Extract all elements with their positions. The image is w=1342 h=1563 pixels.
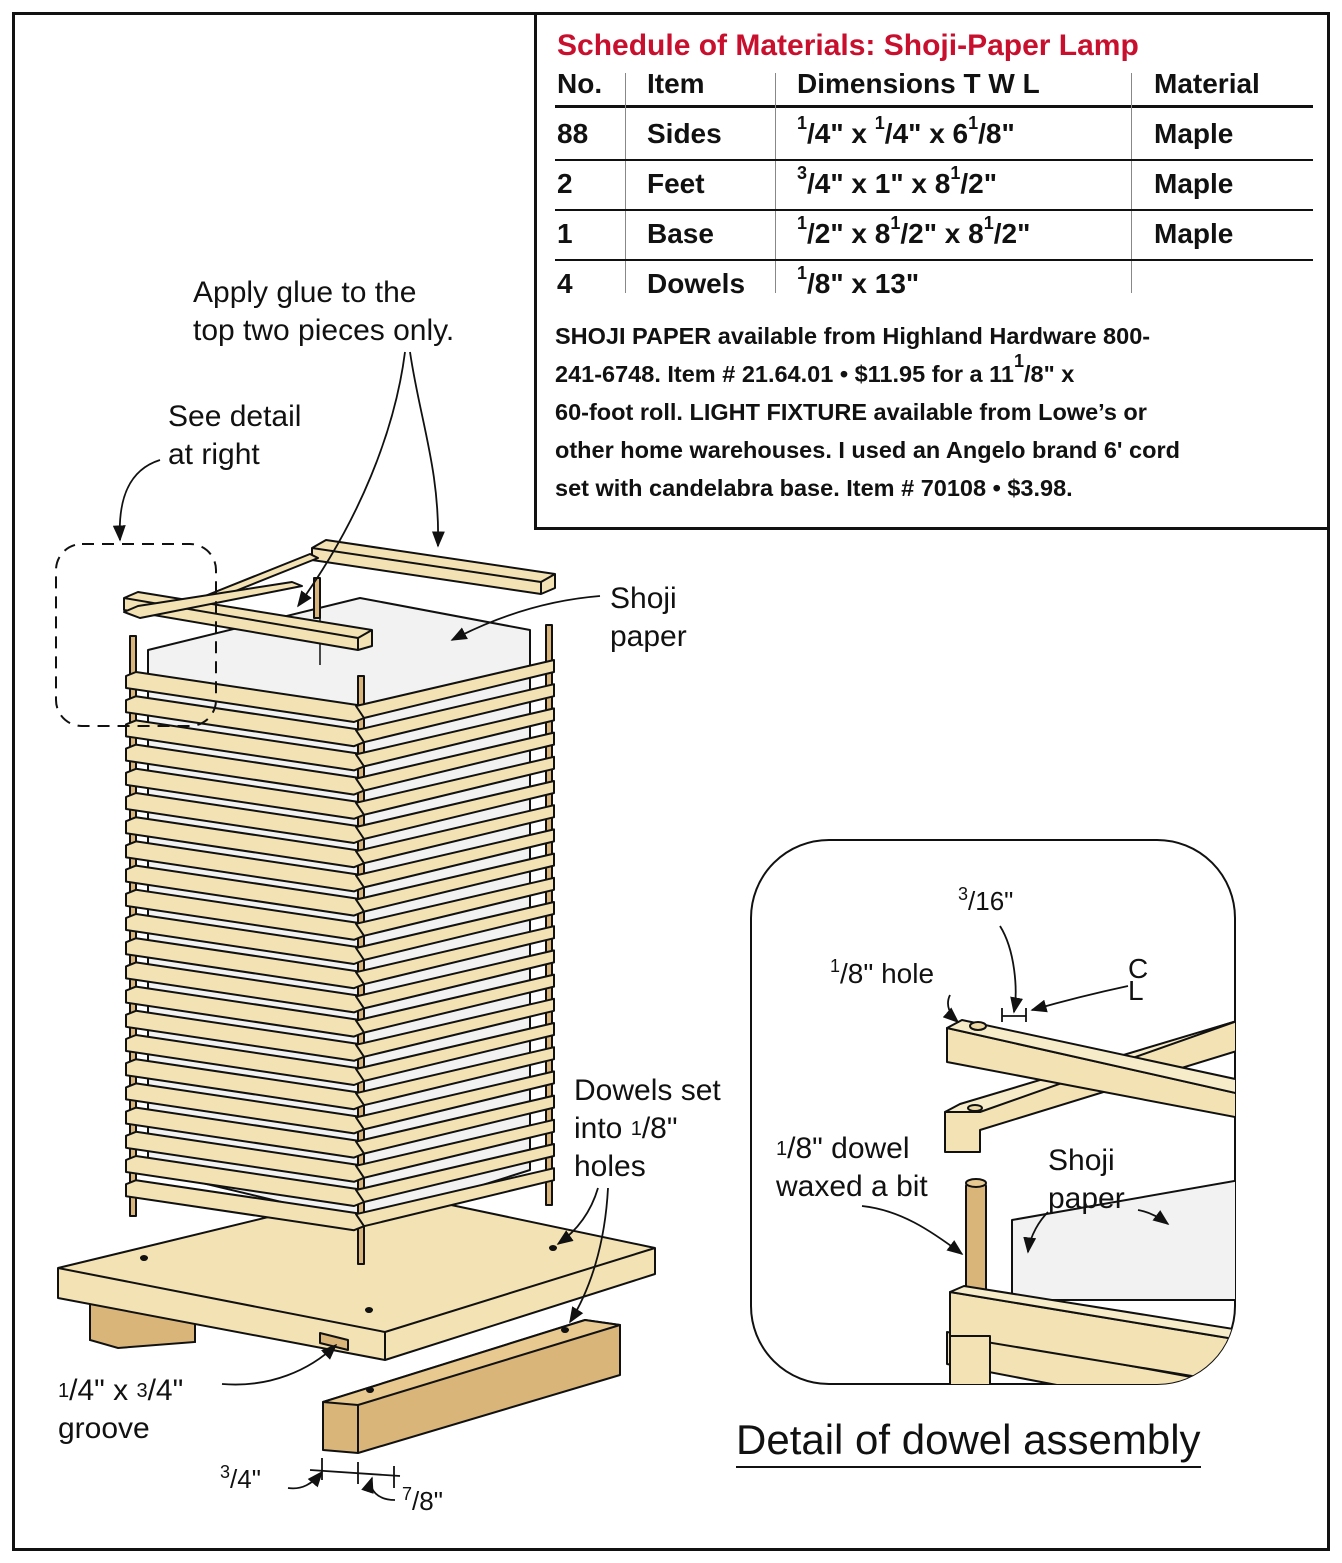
note-line: set with candelabra base. Item # 70108 •… [555, 475, 1073, 501]
hole-label: 1/8" hole [830, 956, 935, 989]
groove-label: 1/4" x 3/4" groove [58, 1374, 184, 1445]
side-slat [355, 1046, 555, 1107]
dowel-label: 1/8" dowel waxed a bit [776, 1132, 928, 1203]
loose-foot [322, 1319, 621, 1454]
dim-three-quarter: 3/4" [220, 1462, 261, 1494]
side-slat [355, 804, 555, 865]
side-slat [355, 780, 555, 840]
side-slat [355, 683, 555, 744]
side-slat [355, 1070, 555, 1131]
side-slat [355, 901, 555, 961]
col-divider [775, 73, 776, 293]
schedule-of-materials: Schedule of Materials: Shoji-Paper Lamp … [534, 12, 1330, 530]
leader-lines [112, 351, 609, 1501]
side-slat [355, 925, 555, 986]
side-slat [355, 1118, 555, 1179]
row-item: Dowels [647, 268, 746, 299]
top-pieces [123, 539, 556, 651]
side-slat [355, 852, 555, 913]
side-slat [355, 1167, 555, 1228]
col-header-material: Material [1154, 68, 1260, 99]
row-item: Feet [647, 168, 705, 199]
side-slat [355, 876, 555, 937]
row-item: Sides [647, 118, 722, 149]
side-slat [355, 1143, 555, 1203]
side-slat [355, 949, 555, 1010]
note-line: 241-6748. Item # 21.64.01 • $11.95 for a… [555, 351, 1075, 387]
row-quantity: 1 [557, 218, 573, 249]
row-dimensions: 3/4" x 1" x 81/2" [797, 163, 997, 199]
note-line: other home warehouses. I used an Angelo … [555, 437, 1180, 463]
col-divider [625, 73, 626, 293]
dowels-set-label: Dowels set into 1/8" holes [574, 1074, 721, 1183]
stacked-sides [125, 659, 555, 1232]
side-slat [355, 997, 555, 1058]
centerline-label: CL [1128, 953, 1149, 1006]
row-quantity: 4 [557, 268, 573, 299]
col-header-item: Item [647, 68, 705, 99]
row-item: Base [647, 218, 714, 249]
detail-panel [750, 839, 1236, 1385]
row-rule [555, 159, 1313, 161]
schedule-title: Schedule of Materials: Shoji-Paper Lamp [557, 29, 1139, 62]
side-slat [355, 1022, 555, 1082]
dim-seven-eighths: 7/8" [402, 1484, 443, 1516]
dim-three-sixteenths: 3/16" [958, 884, 1014, 916]
side-slat [355, 755, 555, 816]
header-rule [555, 105, 1313, 108]
side-slat [355, 828, 555, 889]
col-header-no: No. [557, 68, 603, 99]
side-slat [355, 731, 555, 792]
note-line: SHOJI PAPER available from Highland Hard… [555, 323, 1151, 349]
row-dimensions: 1/4" x 1/4" x 61/8" [797, 113, 1015, 149]
side-slat [355, 1094, 555, 1155]
note-line: 60-foot roll. LIGHT FIXTURE available fr… [555, 399, 1147, 425]
row-material: Maple [1154, 168, 1234, 199]
side-slat [355, 659, 555, 719]
side-slat [355, 707, 555, 768]
col-header-dimensions: Dimensions T W L [797, 68, 1040, 99]
row-rule [555, 209, 1313, 211]
schedule-note: SHOJI PAPER available from Highland Hard… [555, 317, 1317, 507]
row-dimensions: 1/8" x 13" [797, 263, 920, 299]
col-divider [1131, 73, 1132, 293]
row-material: Maple [1154, 118, 1234, 149]
row-quantity: 88 [557, 118, 589, 149]
row-rule [555, 259, 1313, 261]
row-dimensions: 1/2" x 81/2" x 81/2" [797, 213, 1031, 249]
row-material: Maple [1154, 218, 1234, 249]
detail-caption: Detail of dowel assembly [736, 1414, 1201, 1468]
row-quantity: 2 [557, 168, 573, 199]
side-slat [355, 973, 555, 1034]
